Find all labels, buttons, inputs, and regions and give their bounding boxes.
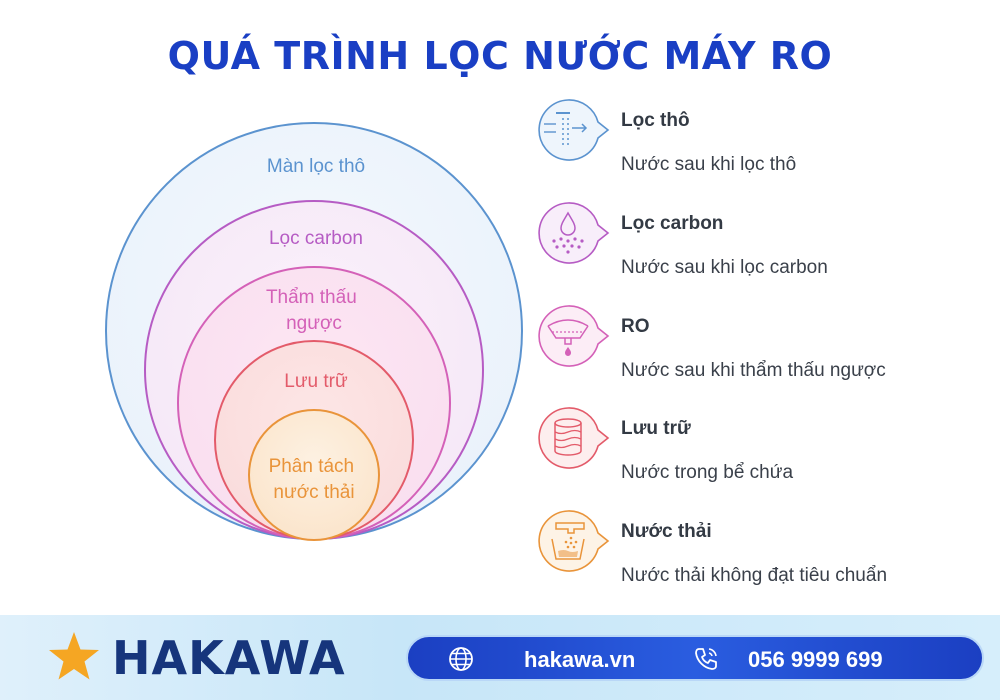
phone-icon [695,648,717,670]
legend-item-wastewater: Nước thải Nước thải không đạt tiêu chuẩn [534,509,994,609]
filter-icon [538,99,610,161]
legend-desc: Nước thải không đạt tiêu chuẩn [621,565,888,586]
contact-pill: hakawa.vn 056 9999 699 [406,635,984,681]
layer-label-coarse-filter: Màn lọc thô [267,156,365,177]
footer-bar: HAKAWA hakawa.vn 056 9999 699 [0,615,1000,700]
legend-item-storage: Lưu trữ Nước trong bể chứa [534,406,994,506]
legend-title: Lọc thô [621,110,690,131]
layer-label-storage: Lưu trữ [284,371,348,392]
legend-title: Nước thải [621,521,712,542]
legend-item-carbon: Lọc carbon Nước sau khi lọc carbon [534,201,994,301]
brand-logo-text: HAKAWA [112,631,346,685]
waste-water-icon [538,510,610,572]
storage-tank-icon [538,407,610,469]
star-icon [49,632,99,680]
nested-circles-diagram: Màn lọc thô Lọc carbon Thẩm thấu ngược L… [105,122,523,541]
legend-title: Lưu trữ [621,418,691,439]
legend-desc: Nước sau khi thẩm thấu ngược [621,360,886,381]
legend-item-ro: RO Nước sau khi thẩm thấu ngược [534,304,994,404]
membrane-icon [538,305,610,367]
legend-item-coarse-filter: Lọc thô Nước sau khi lọc thô [534,98,994,198]
legend-title: RO [621,316,650,337]
layer-label-wastewater: Phân tách nước thải [269,456,360,503]
page-title: QUÁ TRÌNH LỌC NƯỚC MÁY RO [167,34,833,78]
layer-label-carbon: Lọc carbon [269,228,363,249]
legend-desc: Nước sau khi lọc thô [621,154,797,175]
legend-desc: Nước sau khi lọc carbon [621,257,828,278]
legend-desc: Nước trong bể chứa [621,462,794,483]
globe-icon [449,647,473,671]
water-drop-icon [538,202,610,264]
legend-title: Lọc carbon [621,213,724,234]
layer-circle-wastewater [248,409,380,541]
website-link[interactable]: hakawa.vn [524,647,636,672]
phone-link[interactable]: 056 9999 699 [748,647,883,672]
layer-label-ro: Thẩm thấu ngược [266,287,362,334]
